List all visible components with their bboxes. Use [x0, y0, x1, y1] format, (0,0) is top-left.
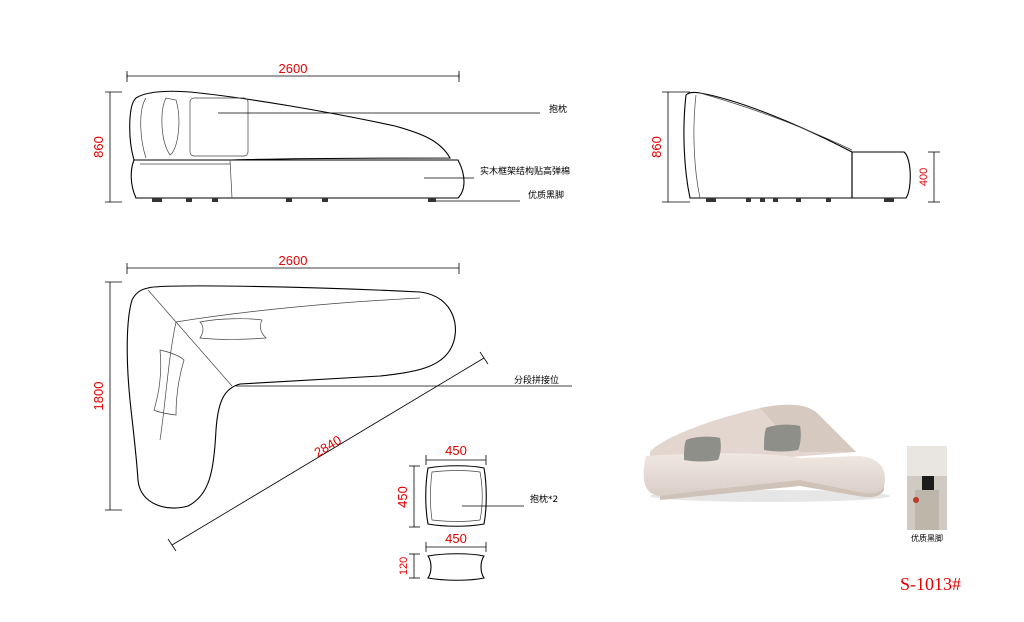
side-height-label: 860 [649, 136, 664, 158]
side-feet [706, 198, 894, 202]
top-diagonal-dim-line [171, 357, 485, 546]
top-pillow-side [153, 349, 185, 416]
front-backrest [129, 90, 451, 161]
pillow-front-outline [425, 465, 487, 527]
render-pillow-right [764, 424, 801, 452]
render-pillow-left [684, 436, 721, 462]
front-pillow-left [161, 97, 180, 156]
front-label-frame: 实木框架结构贴高弹棉 [480, 165, 570, 177]
top-depth-label: 1800 [91, 382, 106, 411]
pillow-thickness-width-label: 450 [445, 531, 467, 546]
top-pillow-back [199, 318, 267, 340]
front-label-pillow: 抱枕 [549, 103, 567, 115]
top-width-label: 2600 [279, 253, 308, 268]
pillow-width-label: 450 [445, 443, 467, 458]
side-backrest [683, 91, 853, 199]
foot-photo: 优质黑脚 [907, 446, 947, 543]
model-code: S-1013# [900, 574, 961, 594]
pillow-side-outline [427, 553, 485, 581]
side-seat-height-label: 400 [918, 168, 930, 186]
pillow-label: 抱枕*2 [530, 493, 558, 505]
foot-photo-caption: 优质黑脚 [911, 533, 943, 543]
front-width-label: 2600 [279, 61, 308, 76]
front-label-feet: 优质黑脚 [528, 189, 564, 201]
front-height-label: 860 [91, 136, 106, 158]
front-feet [152, 198, 436, 202]
pillow-thickness-label: 120 [398, 557, 410, 575]
side-view: 860 400 [649, 91, 940, 203]
top-diagonal-label: 2840 [311, 432, 344, 460]
sofa-render [643, 404, 890, 502]
top-outline [126, 285, 456, 509]
pillow-height-label: 450 [395, 486, 410, 508]
front-pillow-right [189, 97, 249, 157]
front-seat [130, 159, 465, 199]
side-seat [851, 151, 911, 199]
pillow-detail: 450 450 抱枕*2 450 120 [395, 443, 558, 581]
front-view: 2600 860 抱枕 实木框架结构贴高弹棉 优质黑脚 [91, 61, 570, 203]
top-label-joint: 分段拼接位 [514, 374, 559, 386]
